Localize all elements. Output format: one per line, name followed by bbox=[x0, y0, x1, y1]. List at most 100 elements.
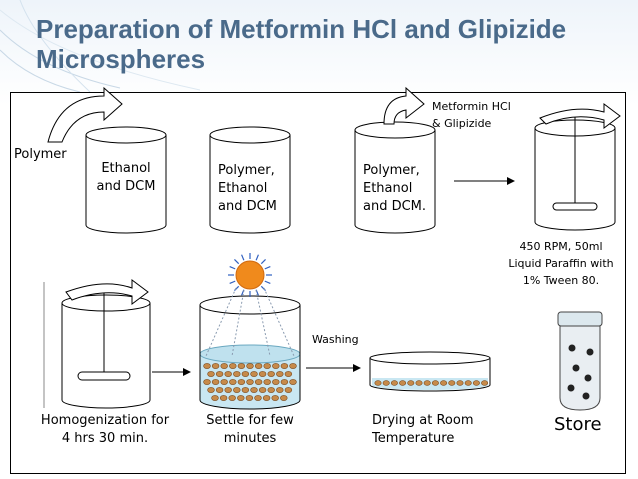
sun-ray bbox=[260, 285, 266, 291]
homogenization-line-2: 4 hrs 30 min. bbox=[61, 431, 149, 446]
sun-ray bbox=[264, 266, 271, 270]
microsphere-bead bbox=[224, 387, 232, 393]
dried-bead bbox=[390, 380, 398, 386]
title-line-2: Microspheres bbox=[36, 44, 206, 74]
settle-beaker bbox=[199, 295, 301, 410]
microsphere-bead bbox=[241, 371, 250, 377]
beaker-3 bbox=[354, 121, 436, 234]
step-2-line-3: and DCM bbox=[218, 199, 277, 214]
microsphere-bead bbox=[254, 363, 263, 369]
step-1-line-2: and DCM bbox=[96, 179, 156, 194]
dried-bead bbox=[423, 380, 431, 386]
microsphere-bead bbox=[263, 379, 271, 385]
microsphere-bead bbox=[280, 363, 289, 369]
homogenization-label: Homogenization for 4 hrs 30 min. bbox=[30, 412, 180, 448]
microsphere-bead bbox=[237, 395, 245, 401]
store-label: Store bbox=[554, 414, 602, 435]
microsphere-bead bbox=[280, 379, 289, 385]
microsphere-bead bbox=[241, 387, 250, 393]
drug-label: Metformin HCl & Glipizide bbox=[432, 98, 542, 132]
microsphere-bead bbox=[237, 379, 246, 385]
microsphere-bead bbox=[284, 371, 293, 377]
microsphere-bead bbox=[280, 395, 288, 401]
slide-title: Preparation of Metformin HCl and Glipizi… bbox=[36, 14, 626, 74]
homogenization-line-1: Homogenization for bbox=[40, 413, 170, 428]
beaker-1 bbox=[85, 126, 167, 234]
step-2-label: Polymer, Ethanol and DCM bbox=[218, 162, 298, 216]
homogenizer-vessel bbox=[43, 279, 151, 409]
dried-bead bbox=[440, 380, 448, 386]
microsphere-bead bbox=[263, 363, 271, 369]
washing-label: Washing bbox=[312, 333, 359, 346]
step-3-line-3: and DCM. bbox=[363, 199, 427, 214]
settle-line-2: minutes bbox=[223, 431, 277, 446]
microsphere-bead bbox=[254, 395, 262, 401]
microsphere-bead bbox=[203, 363, 211, 369]
step-3-label: Polymer, Ethanol and DCM. bbox=[363, 162, 443, 216]
drug-line-1: Metformin HCl bbox=[432, 100, 511, 113]
microsphere-bead bbox=[267, 371, 275, 377]
microsphere-bead bbox=[250, 387, 258, 393]
dried-bead bbox=[415, 380, 423, 386]
microsphere-bead bbox=[276, 387, 284, 393]
curved-arrow-polymer bbox=[47, 86, 123, 143]
step-1-label: Ethanol and DCM bbox=[86, 160, 166, 196]
dried-bead bbox=[472, 380, 480, 386]
microsphere-bead bbox=[215, 371, 224, 377]
sun-ray bbox=[234, 285, 240, 291]
microsphere-bead bbox=[246, 363, 254, 369]
microsphere-bead bbox=[229, 379, 237, 385]
microsphere-bead bbox=[220, 379, 228, 385]
microsphere-bead bbox=[229, 363, 237, 369]
microsphere-bead bbox=[258, 387, 267, 393]
decorative-corner-lines bbox=[0, 0, 201, 92]
microsphere-bead bbox=[215, 387, 224, 393]
curved-arrow-drug bbox=[383, 86, 425, 125]
dried-bead bbox=[464, 380, 472, 386]
microsphere-bead bbox=[272, 379, 280, 385]
dried-bead bbox=[374, 380, 382, 386]
microsphere-bead bbox=[289, 363, 297, 369]
microsphere-bead bbox=[211, 363, 220, 369]
microsphere-bead bbox=[254, 379, 263, 385]
microsphere-bead bbox=[219, 395, 228, 401]
settle-line-1: Settle for few bbox=[206, 413, 294, 428]
sun-ray bbox=[229, 266, 236, 270]
sun-ray bbox=[241, 254, 245, 261]
microsphere-bead bbox=[233, 387, 241, 393]
stirring-line-2: Liquid Paraffin with bbox=[508, 257, 614, 270]
dried-bead bbox=[431, 380, 439, 386]
drying-line-2: Temperature bbox=[372, 431, 455, 446]
dried-bead bbox=[456, 380, 464, 386]
microsphere-bead bbox=[220, 363, 228, 369]
stirring-label: 450 RPM, 50ml Liquid Paraffin with 1% Tw… bbox=[498, 238, 624, 289]
dried-bead bbox=[448, 380, 456, 386]
microsphere-bead bbox=[224, 371, 232, 377]
sun-ray bbox=[229, 280, 236, 284]
step-1-line-1: Ethanol bbox=[101, 161, 151, 176]
step-2-line-2: Ethanol bbox=[218, 181, 268, 196]
sun-ray bbox=[260, 259, 266, 265]
drug-line-2: & Glipizide bbox=[432, 117, 492, 130]
microsphere-bead bbox=[211, 379, 220, 385]
microsphere-bead bbox=[207, 387, 215, 393]
sun-ray bbox=[255, 254, 259, 261]
microsphere-bead bbox=[289, 379, 297, 385]
microsphere-bead bbox=[276, 371, 284, 377]
microsphere-bead bbox=[211, 395, 219, 401]
step-3-line-1: Polymer, bbox=[363, 163, 420, 178]
beaker-2 bbox=[209, 126, 291, 234]
microsphere-beads bbox=[203, 363, 297, 401]
microsphere-bead bbox=[245, 395, 254, 401]
stirring-line-3: 1% Tween 80. bbox=[522, 274, 600, 287]
microsphere-bead bbox=[250, 371, 258, 377]
microsphere-bead bbox=[228, 395, 236, 401]
polymer-label: Polymer bbox=[14, 147, 67, 162]
step-3-line-2: Ethanol bbox=[363, 181, 413, 196]
dried-bead bbox=[481, 380, 489, 386]
dried-bead bbox=[407, 380, 415, 386]
microsphere-bead bbox=[272, 363, 280, 369]
dried-bead bbox=[399, 380, 407, 386]
drying-dish bbox=[369, 351, 491, 392]
